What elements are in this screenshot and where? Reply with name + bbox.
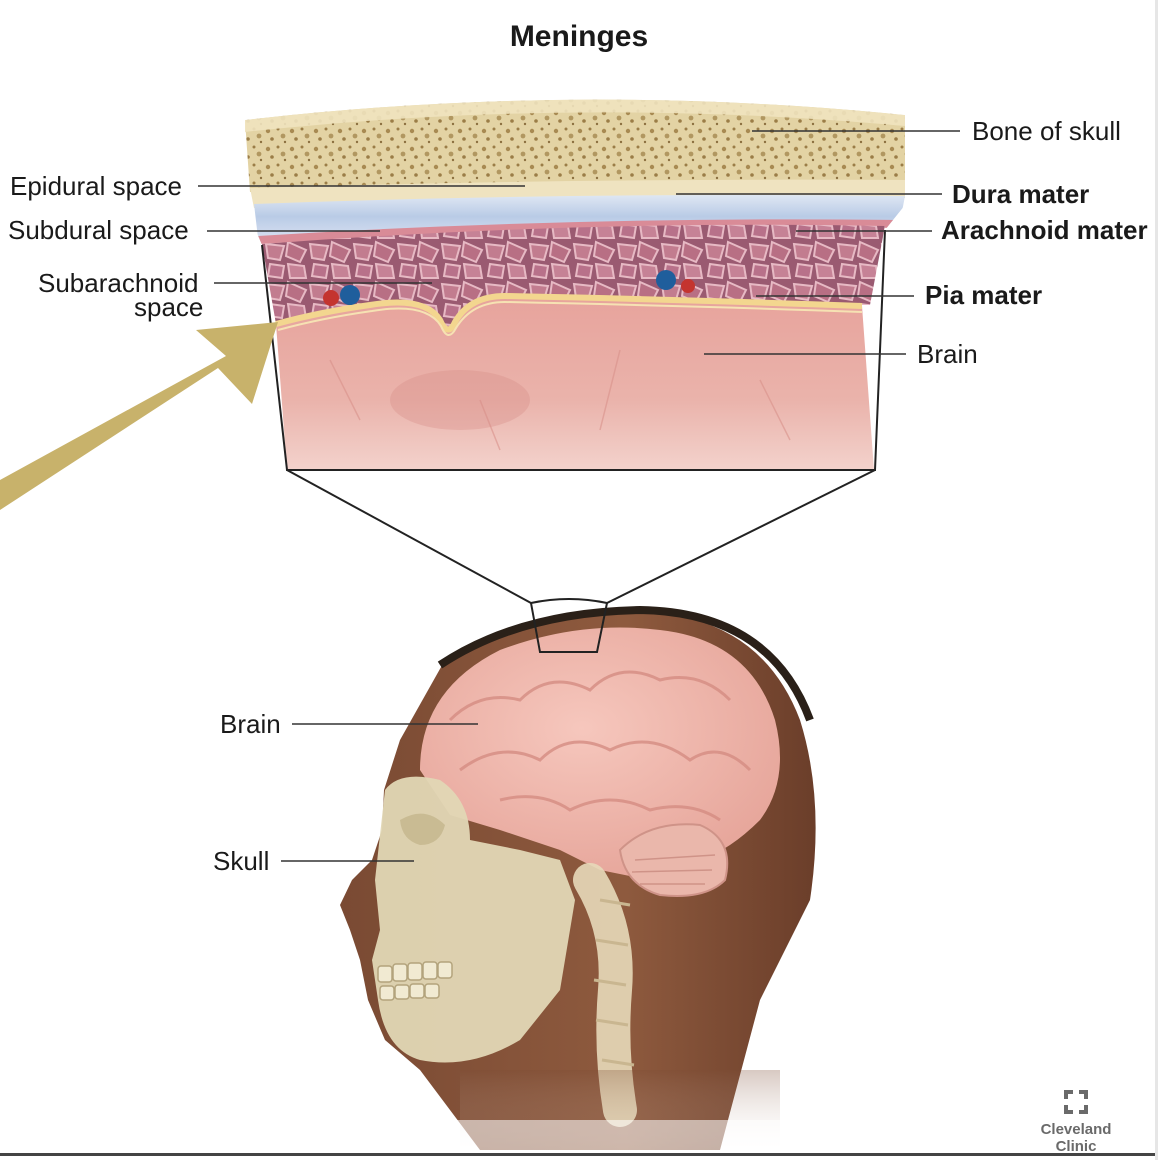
logo-line1: Cleveland: [1040, 1121, 1112, 1138]
inset-cross-section: [245, 99, 905, 470]
right-border: [1155, 0, 1158, 1160]
label-arachnoid-mater: Arachnoid mater: [941, 215, 1148, 245]
clinic-cross-icon: [1064, 1090, 1088, 1114]
leader-lines: [198, 130, 960, 862]
brain-illustration: [420, 627, 780, 880]
label-subarachnoid-line1: Subarachnoid: [38, 268, 199, 298]
bottom-border: [0, 1153, 1158, 1156]
pointer-arrow: [0, 322, 278, 510]
diagram-title: Meninges: [509, 20, 649, 53]
label-epidural-space: Epidural space: [10, 171, 182, 201]
logo-line2: Clinic: [1055, 1137, 1097, 1155]
label-pia-mater: Pia mater: [925, 280, 1043, 310]
label-subdural-space: Subdural space: [8, 215, 189, 245]
artery-icon: [323, 290, 339, 306]
artery-icon: [681, 279, 695, 293]
label-bone-of-skull: Bone of skull: [972, 116, 1121, 146]
vein-icon: [656, 270, 676, 290]
label-subarachnoid-line2: space: [134, 292, 204, 322]
label-dura-mater: Dura mater: [952, 179, 1090, 209]
vein-icon: [340, 285, 360, 305]
label-brain-inset: Brain: [917, 339, 978, 369]
cerebellum: [618, 823, 729, 897]
label-skull: Skull: [213, 846, 270, 876]
label-brain: Brain: [220, 709, 281, 739]
cleveland-clinic-logo: Cleveland Clinic: [1030, 1088, 1122, 1155]
